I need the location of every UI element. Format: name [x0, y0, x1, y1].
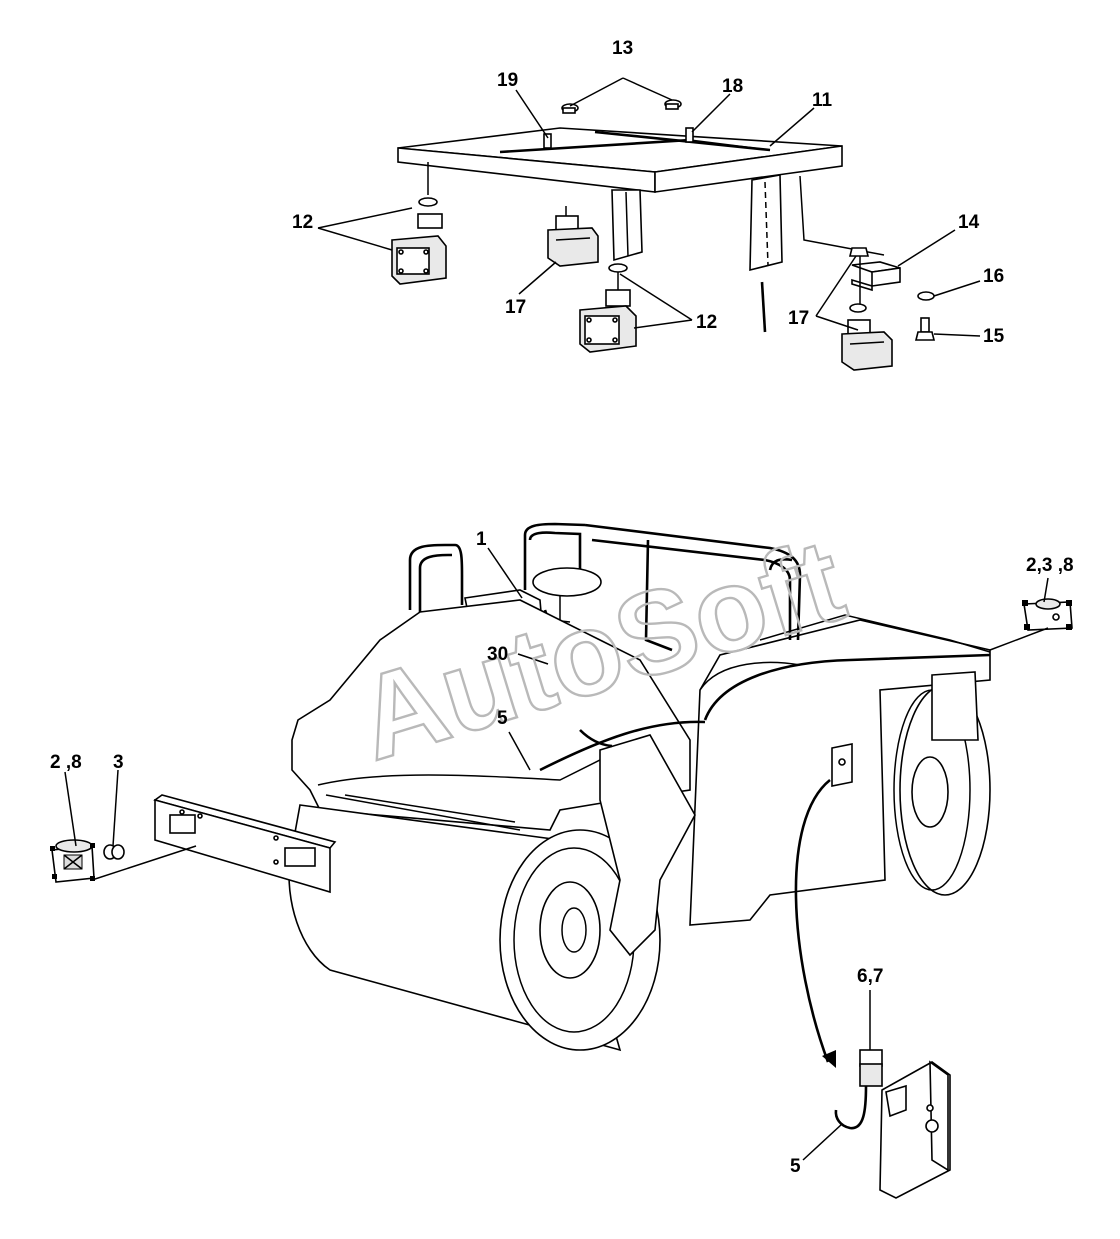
callout-16: 16	[983, 266, 1004, 287]
nut-16	[917, 291, 935, 301]
bolt-15	[914, 317, 936, 341]
cab-roof	[397, 127, 843, 193]
screw-13-right	[664, 99, 682, 110]
roof-posts	[611, 174, 885, 333]
callout-18: 18	[722, 76, 743, 97]
front-light-left	[50, 839, 95, 883]
callout-15: 15	[983, 326, 1005, 347]
callout-14: 14	[958, 212, 980, 233]
callout-12-center: 12	[696, 312, 717, 333]
work-lamp-12-center	[579, 263, 637, 353]
callout-5-alarm: 5	[790, 1156, 801, 1177]
work-lamp-17-right	[841, 247, 893, 371]
roller-machine	[288, 522, 991, 1068]
callout-17-center: 17	[505, 297, 526, 318]
callout-1: 1	[476, 529, 487, 550]
callout-11: 11	[812, 90, 833, 111]
callout-2-8: 2 ,8	[50, 752, 82, 773]
callout-17-right: 17	[788, 308, 809, 329]
callout-2-3-8: 2,3 ,8	[1026, 555, 1074, 576]
front-light-bar	[153, 794, 337, 894]
work-lamp-12-left	[391, 162, 447, 285]
leader-lines	[64, 77, 1049, 1161]
callout-12-left: 12	[292, 212, 313, 233]
callout-19: 19	[497, 70, 518, 91]
callout-6-7: 6,7	[857, 966, 883, 987]
callout-5-front: 5	[497, 708, 508, 729]
screw-13-left	[561, 103, 579, 114]
callout-13: 13	[612, 38, 633, 59]
bracket-14	[851, 261, 901, 292]
work-lamp-17-center	[547, 206, 599, 267]
bulb-3	[103, 844, 125, 860]
callout-30: 30	[487, 644, 508, 665]
callout-3: 3	[113, 752, 124, 773]
rear-light-right	[1022, 598, 1073, 631]
callout-labels: 13 19 18 11 12 17 12 17 14 16 15 1 30 5 …	[50, 38, 1074, 1177]
backup-alarm-detail	[834, 1049, 951, 1199]
